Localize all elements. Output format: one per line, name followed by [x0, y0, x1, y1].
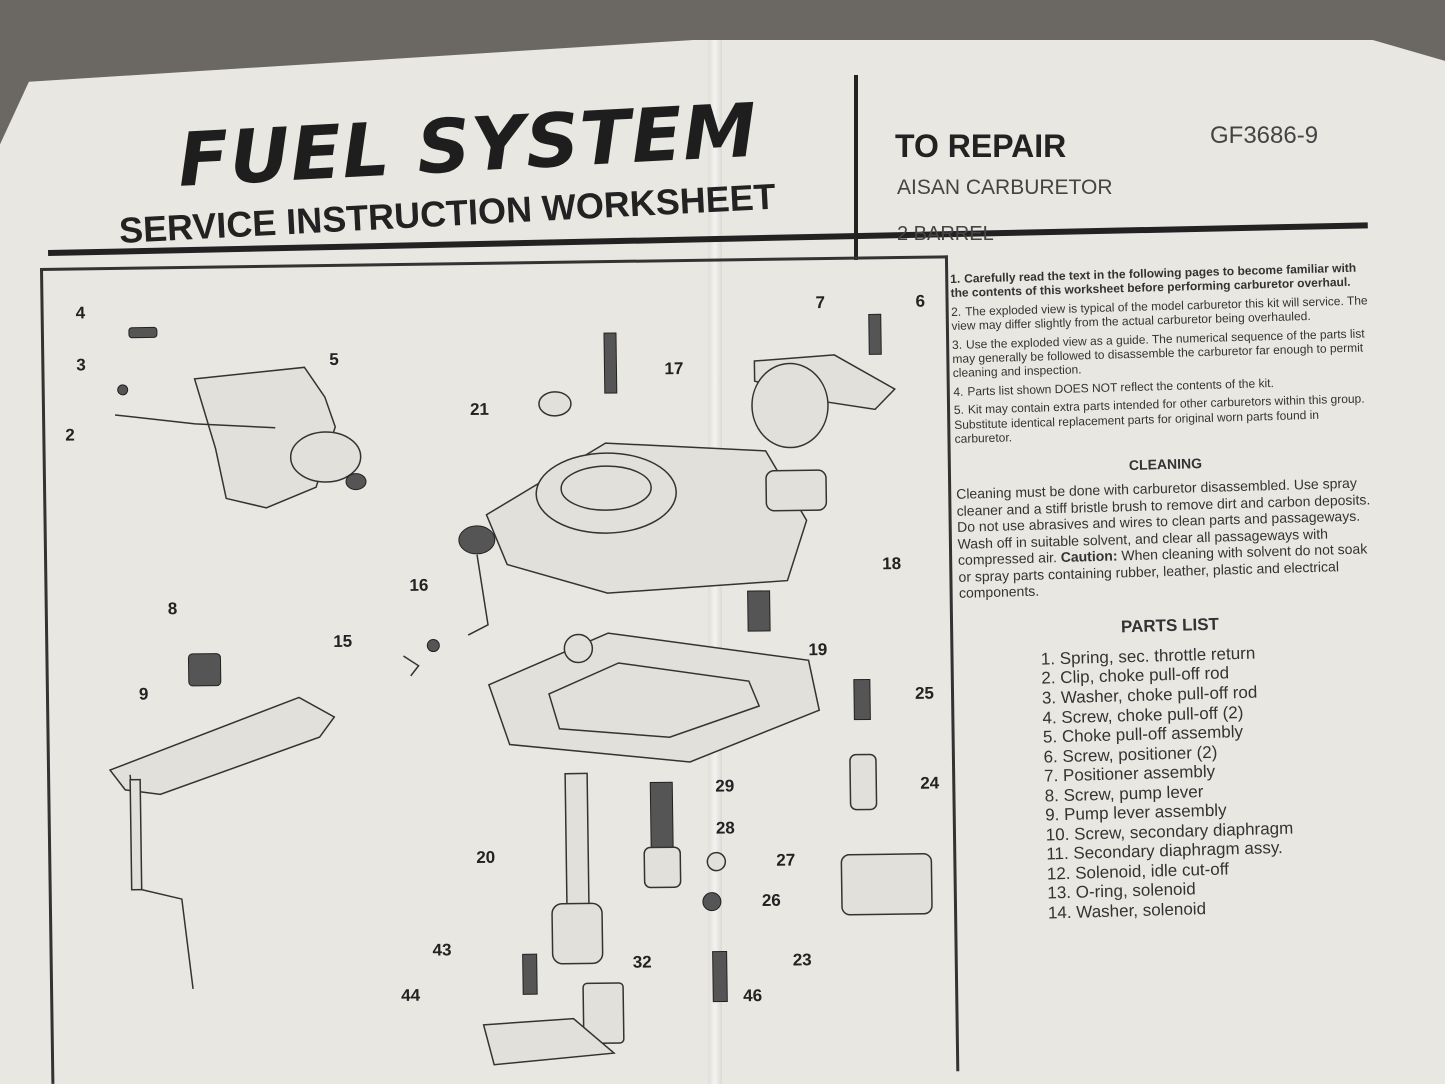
pump-plunger-parts: [482, 678, 933, 1066]
callout-21: 21: [470, 400, 489, 419]
instruction-item: 3.Use the exploded view as a guide. The …: [951, 326, 1365, 381]
repair-label: TO REPAIR: [895, 128, 1067, 164]
callout-5: 5: [329, 350, 339, 369]
parts-list-heading: PARTS LIST: [1120, 614, 1220, 637]
callout-26: 26: [762, 891, 781, 910]
callout-9: 9: [139, 685, 149, 704]
clip-15: [403, 655, 420, 677]
callout-32: 32: [633, 953, 652, 972]
callout-17: 17: [664, 359, 683, 378]
exploded-view-svg: 4 3 2 5 7 6 17 21 18 16 15 8 9 19 25 24 …: [65, 292, 940, 1066]
callout-44: 44: [401, 986, 421, 1005]
callout-25: 25: [915, 684, 934, 703]
callout-18: 18: [882, 554, 901, 573]
washer-16: [426, 639, 440, 653]
callout-6: 6: [915, 292, 925, 311]
callout-19: 19: [808, 640, 827, 659]
washer-3: [117, 384, 129, 396]
pump-lever-assembly: [108, 653, 336, 990]
exploded-view-diagram: 4 3 2 5 7 6 17 21 18 16 15 8 9 19 25 24 …: [40, 255, 960, 1084]
callout-29: 29: [715, 776, 734, 795]
callout-15: 15: [333, 632, 352, 651]
part-code: GF3686-9: [1210, 122, 1319, 149]
callout-24: 24: [920, 773, 940, 792]
carburetor-name: AISAN CARBURETOR: [897, 176, 1113, 199]
barrel-type: 2 BARREL: [897, 223, 994, 245]
callout-8: 8: [168, 599, 178, 618]
callout-27: 27: [776, 851, 795, 870]
base-gasket: [487, 632, 821, 763]
carburetor-body: [458, 332, 828, 636]
cleaning-heading: CLEANING: [1128, 455, 1203, 474]
choke-pull-off-assembly: [114, 326, 367, 509]
instructions-column: 1.Carefully read the text in the followi…: [950, 260, 1388, 925]
callout-7: 7: [815, 293, 825, 312]
parts-list: 1. Spring, sec. throttle return 2. Clip,…: [961, 640, 1388, 925]
instruction-list: 1.Carefully read the text in the followi…: [950, 260, 1375, 446]
instruction-item: 5.Kit may contain extra parts intended f…: [953, 391, 1365, 446]
callout-20: 20: [476, 848, 495, 867]
positioner-assembly: [751, 313, 896, 449]
callout-3: 3: [76, 355, 86, 374]
caution-label: Caution:: [1060, 547, 1118, 566]
callout-43: 43: [432, 940, 451, 959]
callout-2: 2: [65, 426, 75, 445]
callout-46: 46: [743, 986, 762, 1005]
callout-4: 4: [75, 303, 85, 322]
cleaning-text: Cleaning must be done with carburetor di…: [955, 475, 1371, 602]
header-divider: [854, 75, 858, 260]
callout-23: 23: [793, 950, 812, 969]
callout-28: 28: [716, 818, 735, 837]
callout-16: 16: [409, 576, 428, 595]
